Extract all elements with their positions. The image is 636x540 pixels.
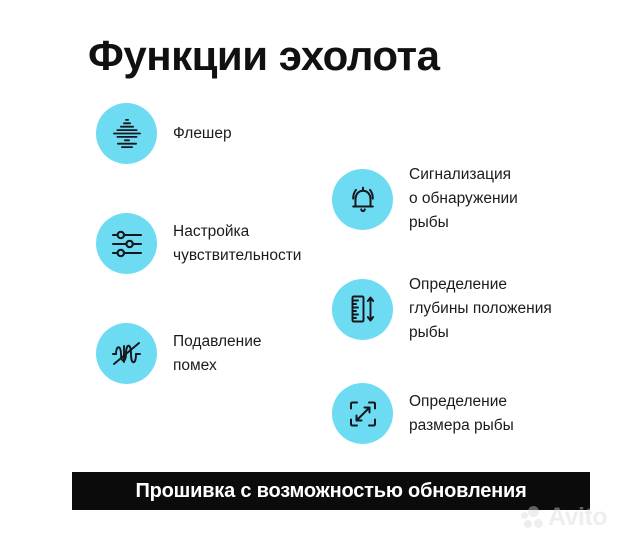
feature-depth-detection-label: Определение глубины положения рыбы: [409, 276, 552, 341]
depth-detection-badge: [332, 278, 393, 340]
sensitivity-badge: [96, 213, 157, 274]
feature-noise-suppression: Подавление помех: [96, 323, 261, 384]
firmware-update-banner: Прошивка с возможностью обновления: [72, 472, 590, 510]
page-title: Функции эхолота: [88, 32, 440, 79]
noise-suppression-badge: [96, 323, 157, 384]
noise-suppression-icon: [108, 335, 146, 373]
feature-noise-suppression-label: Подавление помех: [173, 332, 262, 374]
feature-size-detection-label: Определение размера рыбы: [409, 392, 514, 434]
sliders-icon: [109, 226, 145, 262]
feature-sensitivity: Настройка чувствительности: [96, 213, 301, 274]
feature-fish-alarm: Сигнализация о обнаружении рыбы: [332, 163, 518, 235]
firmware-update-banner-text: Прошивка с возможностью обновления: [135, 479, 527, 502]
feature-size-detection: Определение размера рыбы: [332, 383, 514, 444]
bell-alarm-icon: [345, 181, 381, 217]
size-detection-badge: [332, 383, 393, 444]
flasher-waveform-icon: [108, 115, 146, 153]
ruler-depth-icon: [345, 291, 381, 327]
feature-sensitivity-label: Настройка чувствительности: [173, 222, 302, 264]
measure-size-icon: [345, 396, 381, 432]
feature-fish-alarm-label: Сигнализация о обнаружении рыбы: [409, 166, 518, 231]
flasher-badge: [96, 103, 157, 164]
feature-flasher-label: Флешер: [173, 124, 232, 142]
feature-flasher: Флешер: [96, 103, 232, 164]
feature-depth-detection: Определение глубины положения рыбы: [332, 273, 552, 345]
fish-alarm-badge: [332, 168, 393, 230]
